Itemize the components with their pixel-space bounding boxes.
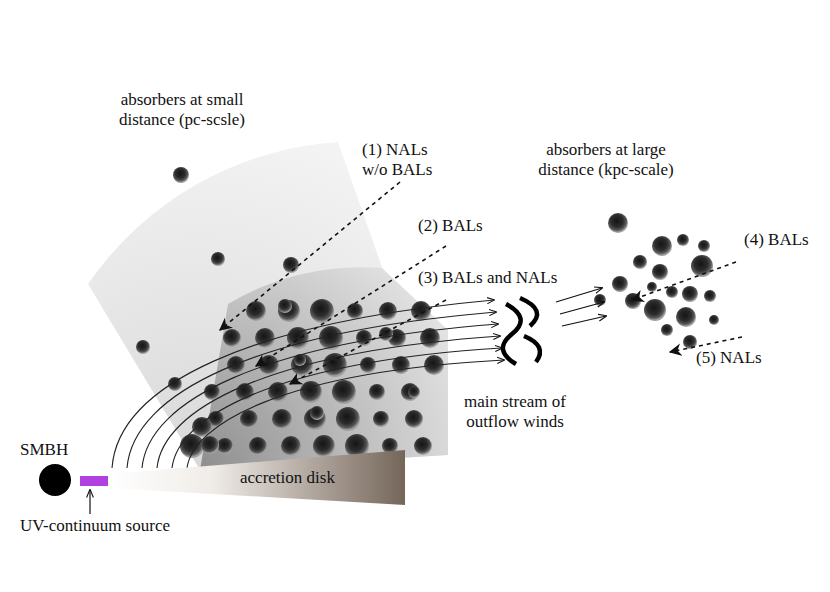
break-mark [520,298,540,362]
wind-streamline [112,300,494,468]
absorber-cloud [625,293,641,309]
break-mark [503,304,521,364]
outflow-label: main stream of outflow winds [450,392,580,432]
wind-streamline [142,324,498,468]
absorber-cloud [246,301,266,321]
absorber-cloud [379,302,397,320]
absorber-cloud [633,255,647,269]
absorber-cloud [369,384,385,400]
absorber-cloud [411,301,431,321]
absorber-cloud [652,236,672,256]
absorber-cloud [211,252,225,266]
absorber-cloud [227,356,245,374]
absorber-cloud [401,383,419,401]
absorber-cloud [360,357,376,373]
absorber-cloud [336,407,360,431]
wind-streamline [127,312,496,468]
absorber-cloud [283,257,299,273]
absorber-cloud [300,381,322,403]
accretion-disk: accretion disk [108,448,406,506]
sightline-arrows [220,182,742,384]
absorber-cloud [272,409,292,429]
outflow-arrows [556,288,606,326]
absorber-cloud [278,299,292,313]
absorber-cloud [217,438,233,454]
uv-continuum-source [80,476,110,486]
outflow-wind-lines [112,300,504,468]
wind-streamline [187,360,504,468]
absorber-cloud [608,213,628,233]
absorber-cloud [677,234,689,246]
absorber-cloud [405,410,423,428]
absorber-cloud [255,328,275,348]
leader-arrow [89,490,90,514]
absorber-cloud [249,437,267,455]
absorber-cloud [644,299,666,321]
absorber-cloud [240,410,258,428]
region-title: absorbers at small distance (pc-scsle) [104,90,260,130]
region-title: absorbers at large distance (kpc-scale) [528,140,684,180]
sightline-label: (3) BALs and NALs [418,268,557,288]
black-hole: SMBH [18,438,98,500]
sightline-label: (2) BALs [418,216,483,236]
absorber-cloud [281,436,301,456]
absorber-cloud [414,437,432,455]
absorber-cloud [652,264,668,280]
absorber-cloud [347,303,363,319]
absorber-cloud [709,315,719,325]
sightline-label: (4) BALs [744,230,809,250]
absorber-cloud [704,290,716,302]
absorber-cloud [332,380,356,404]
absorber-cloud [204,384,220,400]
absorber-cloud [379,327,393,341]
absorber-cloud [278,300,300,322]
inner-absorber-region [88,142,448,470]
sightline-label: (1) NALs w/o BALs [362,140,440,180]
absorber-cloud [408,386,420,398]
absorber-cloud [647,282,657,292]
absorber-cloud [310,406,324,420]
node-label: accretion disk [240,468,335,488]
absorber-cloud [698,240,710,252]
absorber-cloud [666,286,678,298]
absorber-cloud [661,324,673,336]
absorber-cloud [313,435,335,457]
absorber-cloud [682,286,698,302]
wind-streamline [172,348,502,468]
absorber-cloud [612,276,628,292]
component-label: UV-continuum source [20,516,170,536]
disk-wedge [108,450,405,505]
black-hole-symbol [39,464,71,496]
absorber-cloud [223,329,241,347]
absorber-cloud [173,167,189,183]
absorber-clouds [136,167,719,458]
absorber-cloud [676,307,696,327]
absorber-cloud [373,411,389,427]
absorber-cloud [356,330,372,346]
wind-streamline [157,336,500,468]
node-label: SMBH [20,440,68,460]
absorber-cloud [136,340,150,354]
sightline-label: (5) NALs [696,348,762,368]
